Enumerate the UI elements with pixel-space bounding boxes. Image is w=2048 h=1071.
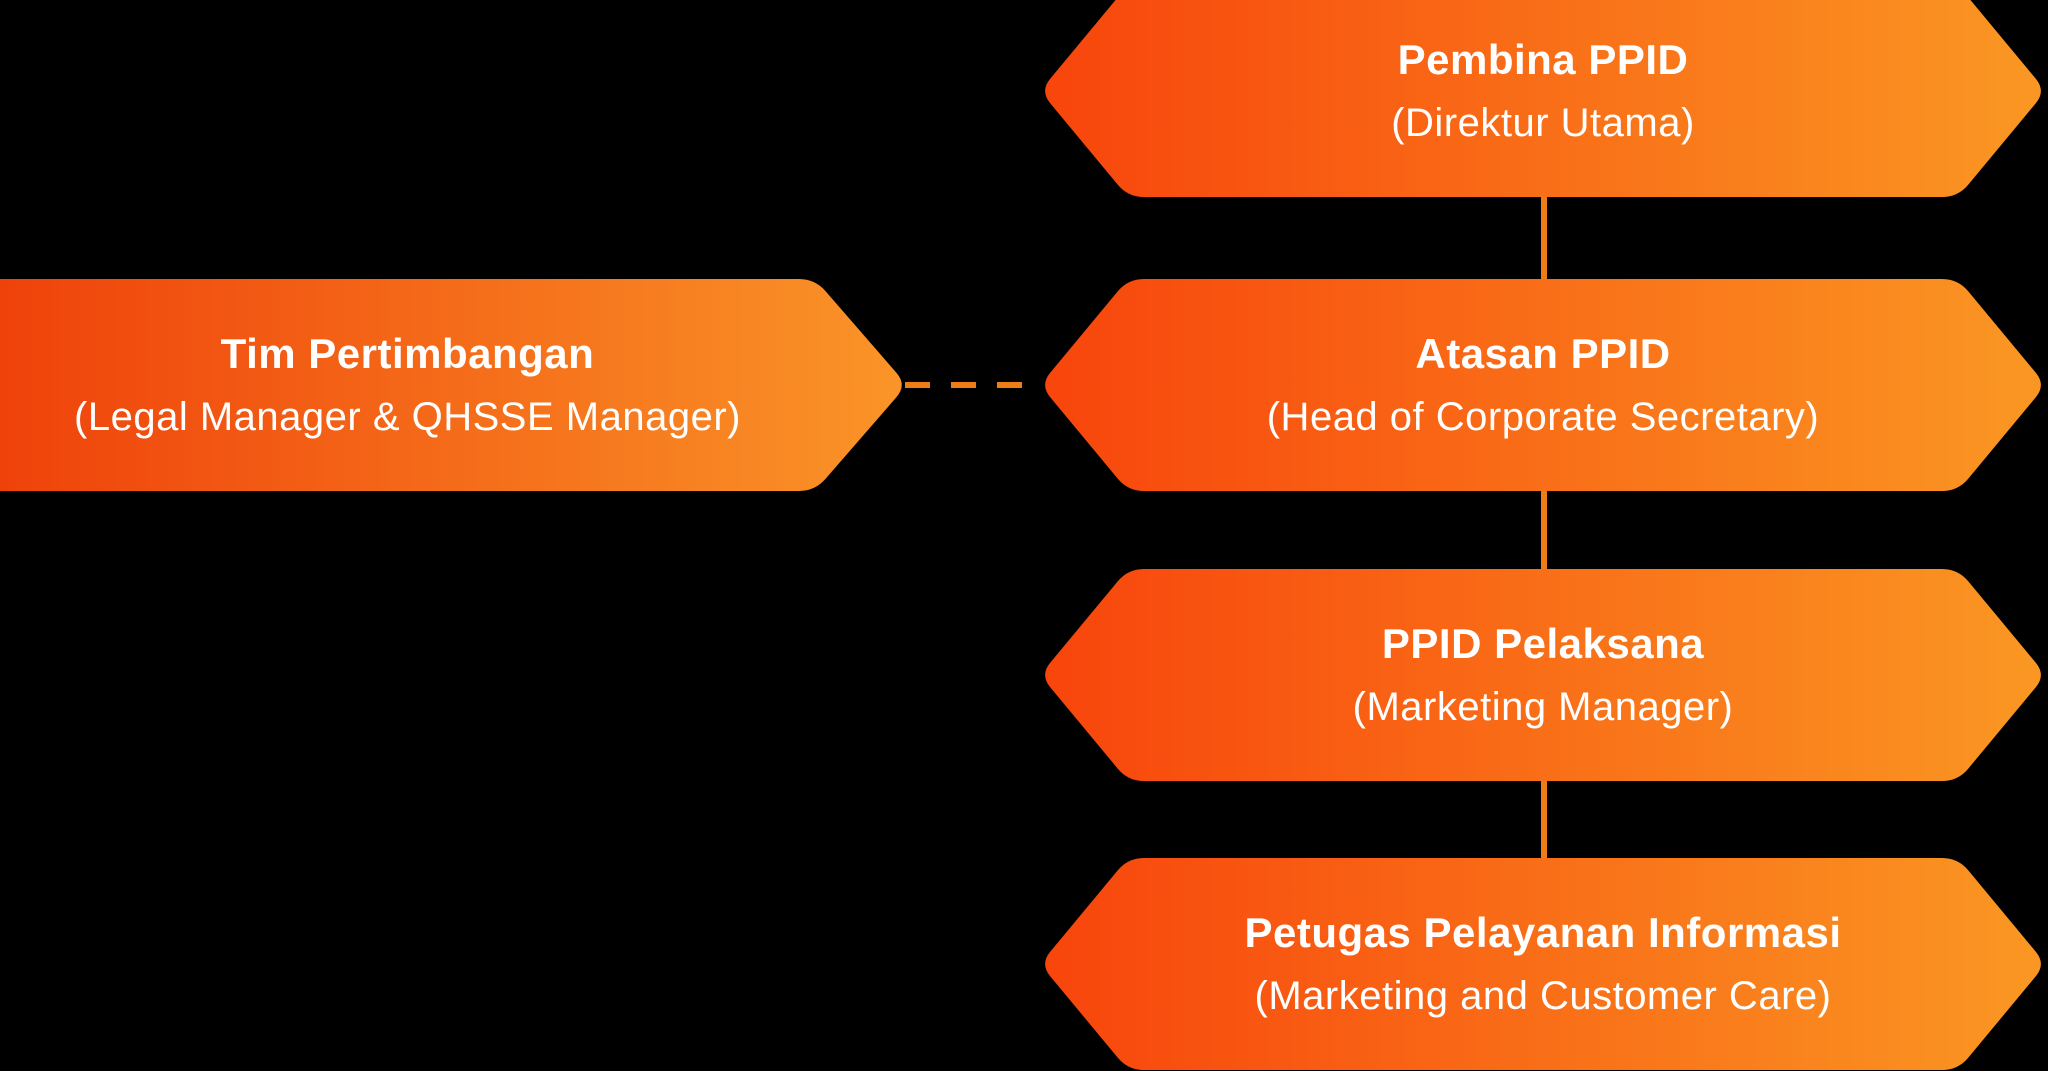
node-title: PPID Pelaksana <box>1381 620 1705 667</box>
node-title: Petugas Pelayanan Informasi <box>1244 909 1842 956</box>
dashed-connector-tim-atasan <box>905 382 1043 388</box>
node-subtitle: (Direktur Utama) <box>1391 101 1695 145</box>
node-subtitle: (Legal Manager & QHSSE Manager) <box>74 395 741 439</box>
node-title: Tim Pertimbangan <box>220 330 595 377</box>
hexagon-shape <box>1045 858 2041 1070</box>
connector-atasan-pelaksana <box>1541 489 1547 571</box>
org-node-pembina-ppid: Pembina PPID (Direktur Utama) <box>1040 0 2046 197</box>
org-node-petugas-pelayanan-informasi: Petugas Pelayanan Informasi (Marketing a… <box>1040 858 2046 1070</box>
node-title: Pembina PPID <box>1397 36 1689 83</box>
node-subtitle: (Head of Corporate Secretary) <box>1266 395 1820 439</box>
hexagon-shape <box>1045 0 2041 197</box>
connector-pembina-atasan <box>1541 195 1547 281</box>
org-node-ppid-pelaksana: PPID Pelaksana (Marketing Manager) <box>1040 569 2046 781</box>
org-node-atasan-ppid: Atasan PPID (Head of Corporate Secretary… <box>1040 279 2046 491</box>
node-subtitle: (Marketing Manager) <box>1352 685 1734 729</box>
node-subtitle: (Marketing and Customer Care) <box>1254 974 1832 1018</box>
arrow-shape <box>0 279 902 491</box>
org-node-tim-pertimbangan: Tim Pertimbangan (Legal Manager & QHSSE … <box>0 279 907 491</box>
node-title: Atasan PPID <box>1415 330 1671 377</box>
hexagon-shape <box>1045 279 2041 491</box>
hexagon-shape <box>1045 569 2041 781</box>
connector-pelaksana-petugas <box>1541 779 1547 860</box>
